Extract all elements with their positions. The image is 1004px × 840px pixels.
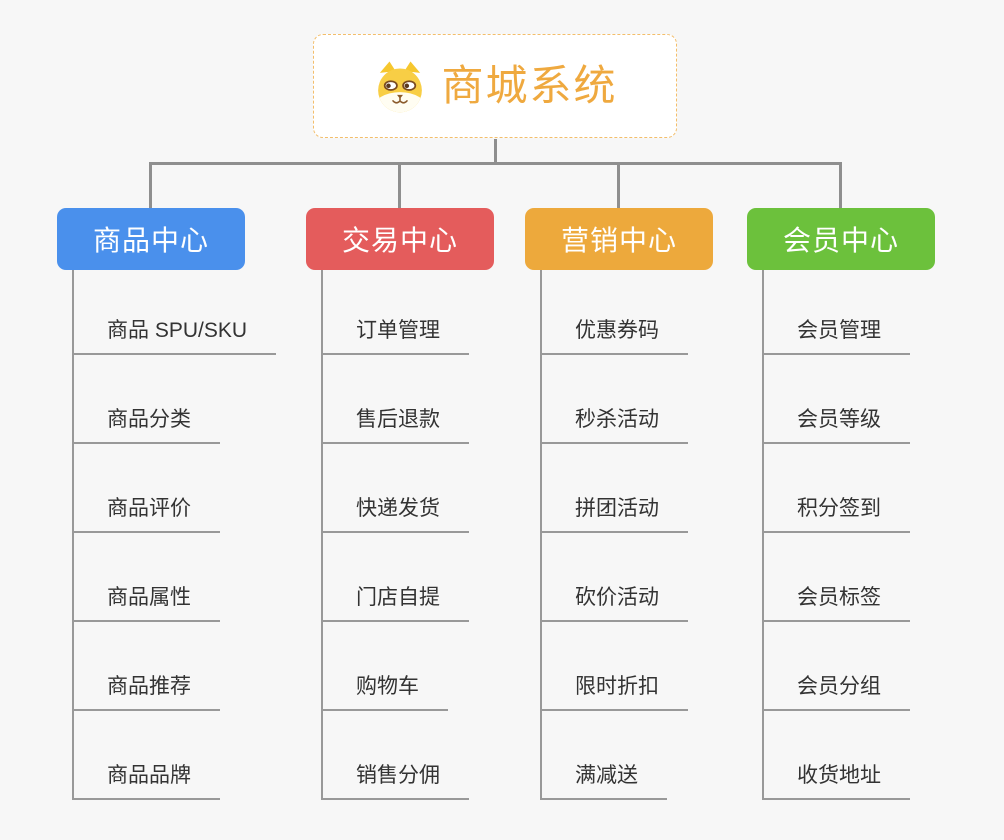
list-item[interactable]: 限时折扣: [542, 671, 688, 711]
list-item[interactable]: 商品分类: [74, 404, 220, 444]
branch-item-list: 订单管理售后退款快递发货门店自提购物车销售分佣: [321, 270, 469, 800]
list-item[interactable]: 商品评价: [74, 493, 220, 533]
list-item[interactable]: 拼团活动: [542, 493, 688, 533]
list-item[interactable]: 秒杀活动: [542, 404, 688, 444]
list-item[interactable]: 门店自提: [323, 582, 469, 622]
list-item[interactable]: 售后退款: [323, 404, 469, 444]
connector-drop-4: [839, 162, 842, 208]
list-item[interactable]: 快递发货: [323, 493, 469, 533]
root-title: 商城系统: [441, 62, 618, 109]
branch-node[interactable]: 交易中心: [306, 208, 494, 270]
branch-item-list: 商品 SPU/SKU 商品分类商品评价商品属性商品推荐商品品牌: [72, 270, 277, 800]
list-item[interactable]: 商品 SPU/SKU: [74, 315, 277, 355]
connector-drop-1: [149, 162, 152, 208]
list-item[interactable]: 会员等级: [764, 404, 910, 444]
list-item[interactable]: 积分签到: [764, 493, 910, 533]
connector-root-stub: [494, 139, 497, 163]
connector-bus-line: [149, 162, 842, 165]
list-item[interactable]: 销售分佣: [323, 760, 469, 800]
list-item[interactable]: 会员分组: [764, 671, 910, 711]
list-item[interactable]: 满减送: [542, 760, 667, 800]
list-item[interactable]: 收货地址: [764, 760, 910, 800]
list-item[interactable]: 砍价活动: [542, 582, 688, 622]
branch-item-list: 优惠券码秒杀活动拼团活动砍价活动限时折扣满减送: [540, 270, 688, 800]
list-item[interactable]: 订单管理: [323, 315, 469, 355]
branch-node[interactable]: 商品中心: [57, 208, 245, 270]
list-item[interactable]: 优惠券码: [542, 315, 688, 355]
branch-item-list: 会员管理会员等级积分签到会员标签会员分组收货地址: [762, 270, 910, 800]
branch-node[interactable]: 营销中心: [525, 208, 713, 270]
branch-node[interactable]: 会员中心: [747, 208, 935, 270]
dog-face-icon: [372, 58, 428, 114]
list-item[interactable]: 会员管理: [764, 315, 910, 355]
list-item[interactable]: 商品品牌: [74, 760, 220, 800]
root-node[interactable]: 商城系统: [313, 34, 677, 138]
connector-drop-2: [398, 162, 401, 208]
list-item[interactable]: 商品属性: [74, 582, 220, 622]
connector-drop-3: [617, 162, 620, 208]
list-item[interactable]: 会员标签: [764, 582, 910, 622]
list-item[interactable]: 购物车: [323, 671, 448, 711]
list-item[interactable]: 商品推荐: [74, 671, 220, 711]
